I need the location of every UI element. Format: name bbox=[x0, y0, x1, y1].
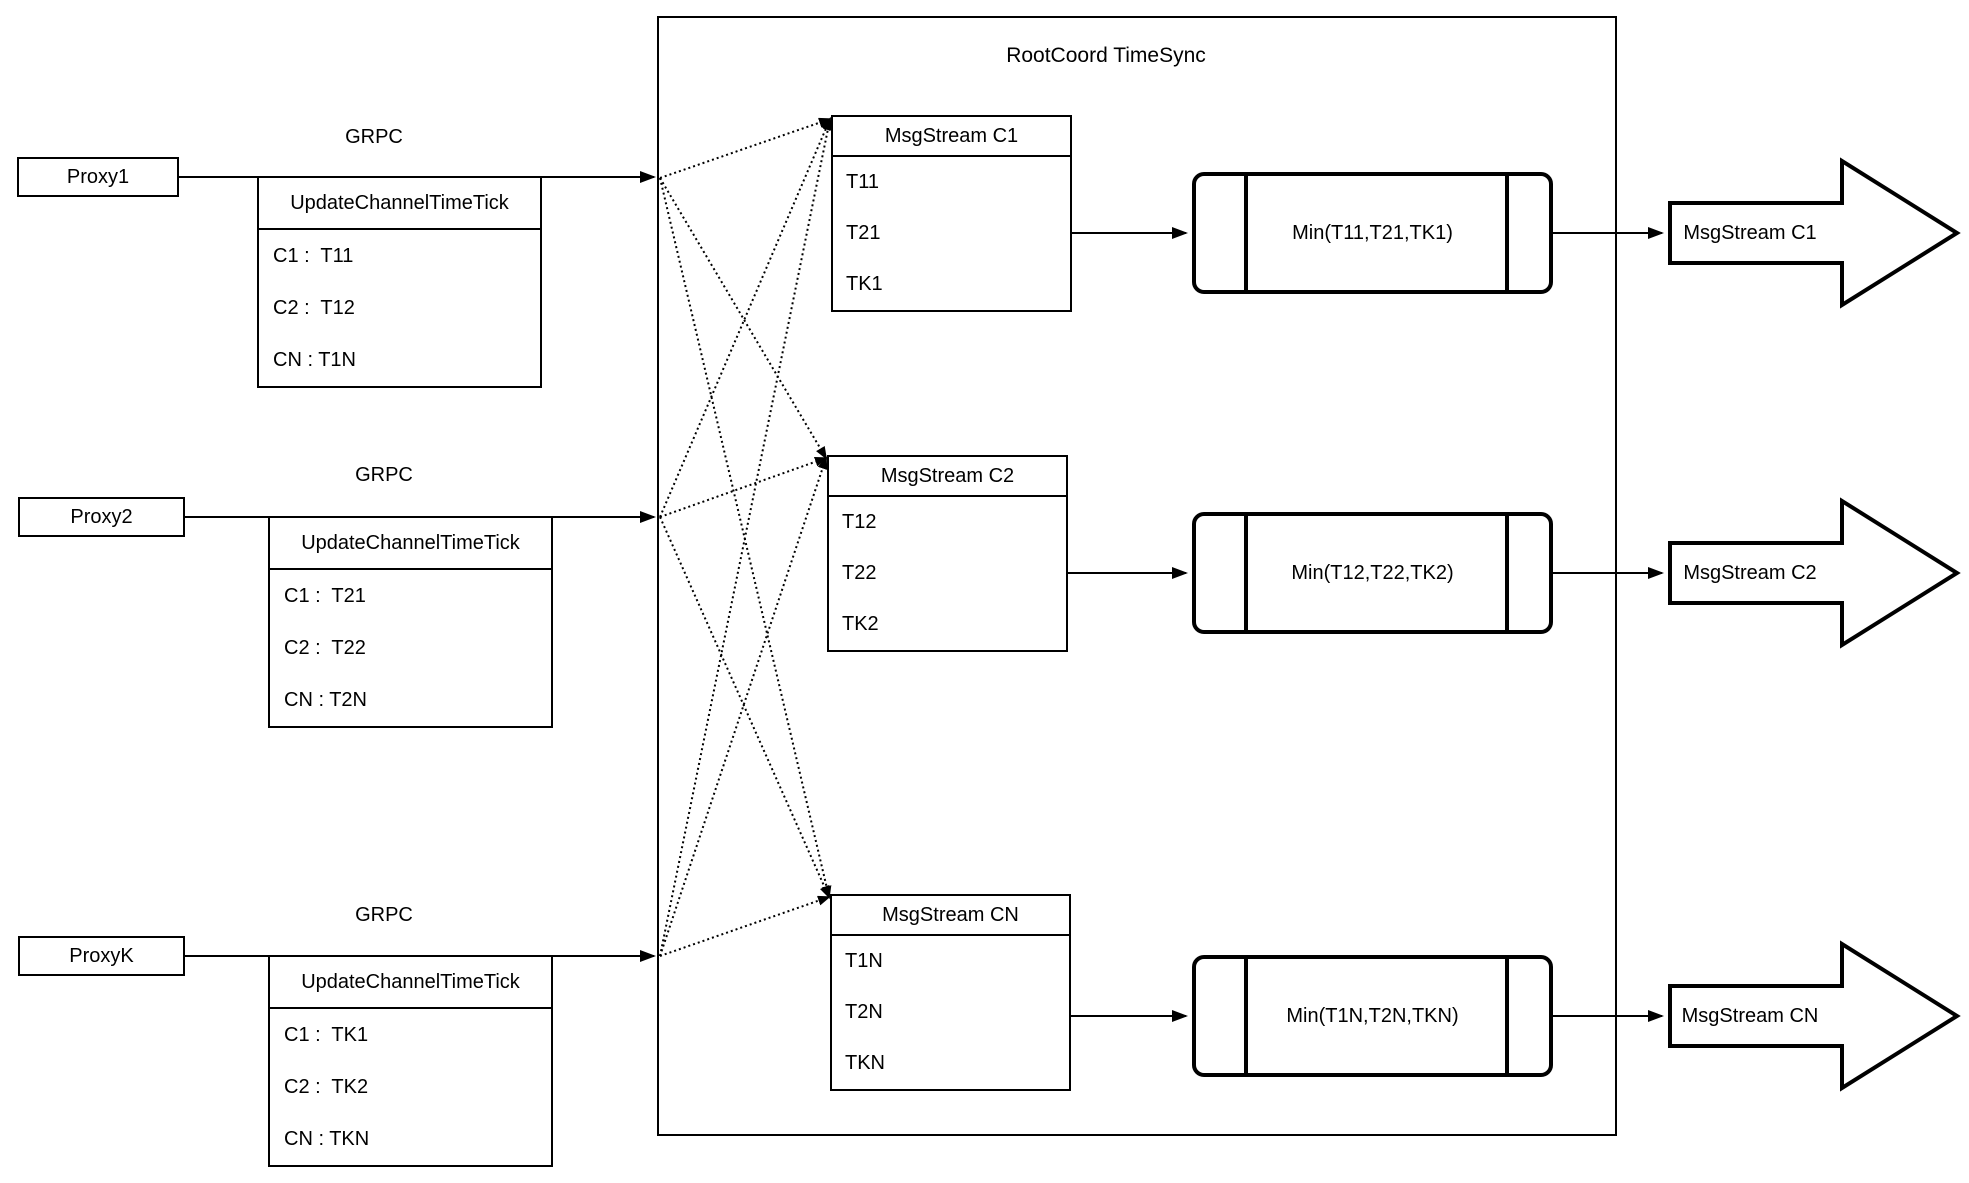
process-bar-right bbox=[1505, 516, 1509, 630]
tick-row: C1 : T11 bbox=[273, 244, 354, 267]
min-label: Min(T1N,T2N,TKN) bbox=[1286, 1004, 1459, 1027]
out-msgstream-c1-label: MsgStream C1 bbox=[1683, 221, 1817, 244]
timestamp-row: TKN bbox=[845, 1052, 885, 1074]
tick-row: C2 : T12 bbox=[273, 296, 355, 319]
timestamp-row: TK1 bbox=[846, 273, 883, 295]
msgstream-c2-table: MsgStream C2 T12 T22 TK2 bbox=[827, 455, 1068, 652]
update-tick-header: UpdateChannelTimeTick bbox=[259, 178, 540, 230]
process-bar-left bbox=[1244, 959, 1248, 1073]
timestamp-row: TK2 bbox=[842, 613, 879, 635]
timestamp-row: T1N bbox=[845, 950, 883, 972]
timestamp-row: T12 bbox=[842, 511, 877, 533]
rootcoord-timesync-box bbox=[657, 16, 1617, 1136]
grpc-label-3: GRPC bbox=[355, 904, 413, 926]
rootcoord-title: RootCoord TimeSync bbox=[1006, 44, 1206, 67]
min-box-c2: Min(T12,T22,TK2) bbox=[1192, 512, 1553, 634]
update-tick-table-2: UpdateChannelTimeTick C1 : T21 C2 : T22 … bbox=[268, 516, 553, 728]
msgstream-table-header: MsgStream C2 bbox=[829, 457, 1066, 497]
proxyk-box: ProxyK bbox=[18, 936, 185, 976]
tick-row: CN : T2N bbox=[284, 688, 367, 711]
min-box-c1: Min(T11,T21,TK1) bbox=[1192, 172, 1553, 294]
out-msgstream-c2-label: MsgStream C2 bbox=[1683, 561, 1817, 584]
grpc-label-1: GRPC bbox=[345, 126, 403, 148]
tick-row: C1 : TK1 bbox=[284, 1023, 369, 1046]
update-tick-table-3: UpdateChannelTimeTick C1 : TK1 C2 : TK2 … bbox=[268, 955, 553, 1167]
min-label: Min(T12,T22,TK2) bbox=[1291, 561, 1454, 584]
grpc-label-2: GRPC bbox=[355, 464, 413, 486]
timestamp-row: T22 bbox=[842, 562, 877, 584]
timestamp-row: T21 bbox=[846, 222, 881, 244]
tick-row: C1 : T21 bbox=[284, 584, 366, 607]
process-bar-right bbox=[1505, 176, 1509, 290]
min-label: Min(T11,T21,TK1) bbox=[1292, 221, 1453, 244]
process-bar-right bbox=[1505, 959, 1509, 1073]
min-box-cn: Min(T1N,T2N,TKN) bbox=[1192, 955, 1553, 1077]
timestamp-row: T11 bbox=[846, 171, 879, 193]
out-msgstream-cn-label: MsgStream CN bbox=[1681, 1004, 1819, 1027]
tick-row: C2 : T22 bbox=[284, 636, 366, 659]
process-bar-left bbox=[1244, 516, 1248, 630]
msgstream-table-header: MsgStream C1 bbox=[833, 117, 1070, 157]
tick-row: CN : TKN bbox=[284, 1127, 370, 1150]
update-tick-header: UpdateChannelTimeTick bbox=[270, 957, 551, 1009]
update-tick-header: UpdateChannelTimeTick bbox=[270, 518, 551, 570]
msgstream-table-header: MsgStream CN bbox=[832, 896, 1069, 936]
tick-row: CN : T1N bbox=[273, 348, 356, 371]
update-tick-table-1: UpdateChannelTimeTick C1 : T11 C2 : T12 … bbox=[257, 176, 542, 388]
proxy1-box: Proxy1 bbox=[17, 157, 179, 197]
msgstream-c1-table: MsgStream C1 T11 T21 TK1 bbox=[831, 115, 1072, 312]
proxy2-box: Proxy2 bbox=[18, 497, 185, 537]
msgstream-cn-table: MsgStream CN T1N T2N TKN bbox=[830, 894, 1071, 1091]
process-bar-left bbox=[1244, 176, 1248, 290]
tick-row: C2 : TK2 bbox=[284, 1075, 369, 1098]
output-block-arrows bbox=[1668, 157, 1961, 1092]
timestamp-row: T2N bbox=[845, 1001, 883, 1023]
